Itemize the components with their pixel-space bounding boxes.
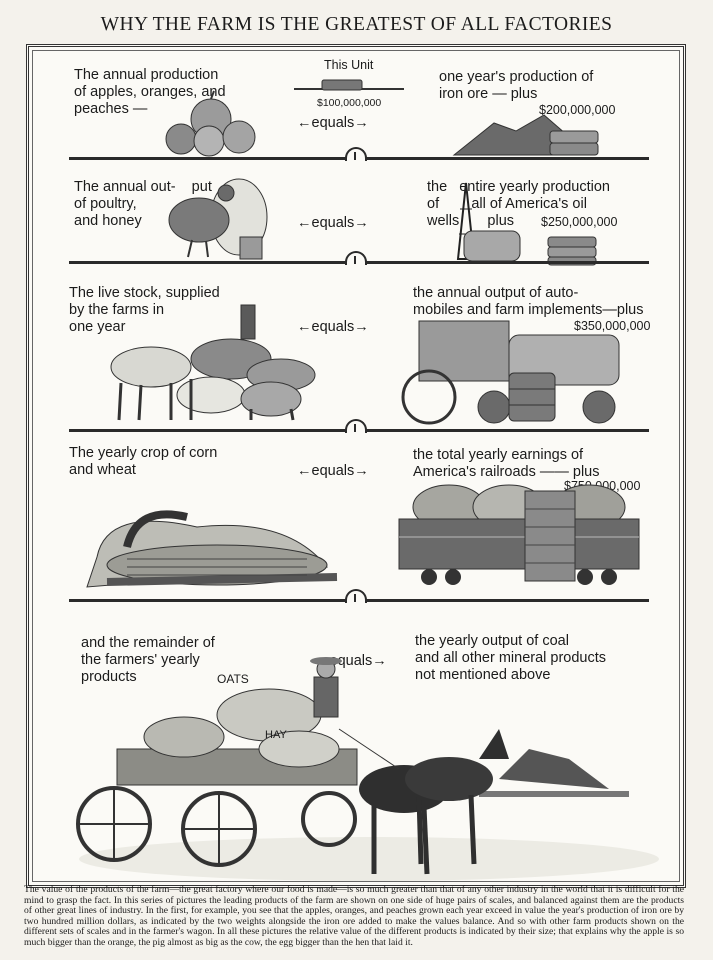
scale-pivot-icon (345, 251, 367, 265)
caption-text: The value of the products of the farm—th… (24, 884, 684, 948)
sack-label-oats: OATS (217, 672, 249, 686)
panel3-right-value: $350,000,000 (574, 319, 651, 333)
panel4-right-text: the total yearly earnings of America's r… (413, 447, 600, 480)
panel1-right-text: one year's production of iron ore — plus (439, 69, 594, 102)
panel4-equals: ←equals→ (297, 463, 369, 479)
panel3-left-text: The live stock, supplied by the farms in… (69, 285, 220, 335)
railroad-freight-car-icon (398, 484, 640, 585)
panel3-right-text: the annual output of auto- mobiles and f… (413, 285, 644, 318)
panel3-equals: ←equals→ (297, 319, 369, 335)
sack-label-hay: HAY (265, 729, 287, 741)
scale-pivot-icon (345, 147, 367, 161)
panel1-equals: ←equals→ (297, 115, 369, 131)
panel1-unit-value: $100,000,000 (317, 97, 382, 109)
panel5-left-text: and the remainder of the farmers' yearly… (81, 635, 215, 685)
panel1-right-value: $200,000,000 (539, 103, 616, 117)
unit-weight-icon (294, 79, 404, 91)
iron-ore-pile-icon (452, 114, 599, 156)
panel2-right-value: $250,000,000 (541, 215, 618, 229)
panel2-right-text: the entire yearly production of all of A… (427, 179, 610, 229)
panel5-right-text: the yearly output of coal and all other … (415, 633, 607, 683)
scale-pivot-icon (345, 419, 367, 433)
scale-pivot-icon (345, 589, 367, 603)
oil-derrick-icon (456, 182, 597, 266)
farm-wagon-icon (76, 657, 659, 881)
panel1-unit-label: This Unit (324, 58, 374, 72)
page-title: WHY THE FARM IS THE GREATEST OF ALL FACT… (100, 14, 613, 35)
panel4-left-text: The yearly crop of corn and wheat (69, 445, 218, 478)
fruit-pile-icon (165, 90, 256, 157)
automobile-and-implements-icon (401, 320, 620, 425)
illustration-frame: The annual production of apples, oranges… (26, 44, 686, 888)
panel2-equals: ←equals→ (297, 215, 369, 231)
hen-and-egg-icon (168, 178, 268, 260)
livestock-group-icon (110, 304, 316, 421)
corn-and-wheat-icon (86, 510, 338, 588)
